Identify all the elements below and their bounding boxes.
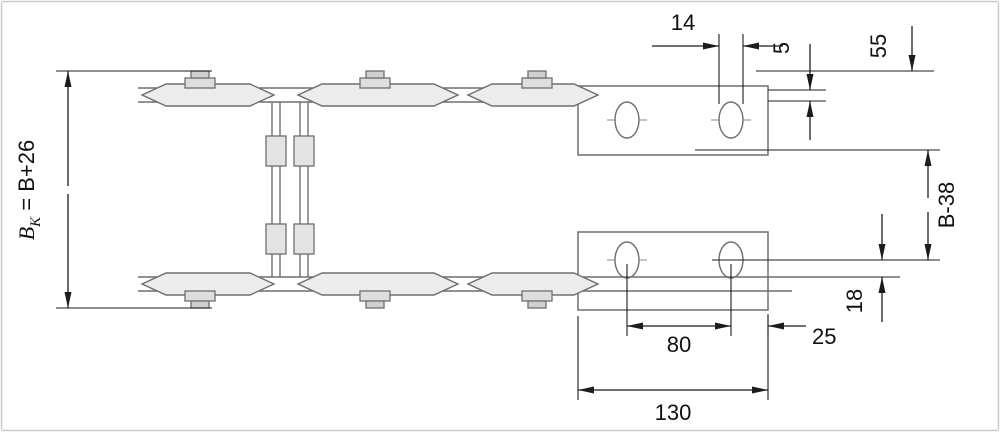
clamp-block <box>293 135 315 167</box>
chain-link-plate <box>296 272 460 296</box>
pin-head <box>359 77 391 89</box>
pin-cap <box>527 300 547 309</box>
clamp-block <box>293 223 315 255</box>
bottom-mounting-plate <box>577 231 769 311</box>
slot-hole <box>614 101 640 139</box>
clamp-block <box>265 135 287 167</box>
dimension-label-18: 18 <box>842 289 867 313</box>
pin-head <box>184 77 216 89</box>
pin-head <box>359 290 391 302</box>
dimension-bk: BK = B+26 <box>14 70 212 309</box>
dimension-label-5: 5 <box>769 42 794 54</box>
slot-hole <box>718 101 744 139</box>
dimension-label-130: 130 <box>655 400 692 425</box>
dimension-label-bk: BK = B+26 <box>14 140 44 241</box>
dimension-5: 5 <box>768 42 826 140</box>
dimension-80: 80 <box>626 264 732 357</box>
chain-assembly <box>138 70 792 311</box>
chain-link-plate <box>140 83 276 107</box>
dimension-b38: B-38 <box>695 149 959 261</box>
pin-cap <box>527 70 547 79</box>
pin-cap <box>190 300 210 309</box>
dimensions: BK = B+26 14 5 55 <box>14 10 959 425</box>
dimension-18: 18 <box>792 214 900 322</box>
dimension-130: 130 <box>577 316 769 425</box>
top-mounting-plate <box>577 85 769 156</box>
dimension-label-55: 55 <box>866 34 891 58</box>
dimension-label-80: 80 <box>667 332 691 357</box>
pin-cap <box>365 70 385 79</box>
chain-link-plate <box>466 83 600 107</box>
pin-cap <box>190 70 210 79</box>
pin-head <box>184 290 216 302</box>
bottom-chain-strand <box>138 272 792 309</box>
clamp-block <box>265 223 287 255</box>
top-chain-strand <box>138 70 600 107</box>
chain-link-plate <box>466 272 600 296</box>
dimension-14: 14 <box>652 10 783 104</box>
dimension-label-25: 25 <box>812 324 836 349</box>
chain-link-plate <box>296 83 460 107</box>
dimension-label-b38: B-38 <box>934 182 959 228</box>
dimension-55: 55 <box>756 26 934 72</box>
pin-head <box>521 290 553 302</box>
pin-head <box>521 77 553 89</box>
dimension-25: 25 <box>767 314 836 349</box>
chain-link-plate <box>140 272 276 296</box>
cross-bars <box>265 102 315 277</box>
dimension-label-14: 14 <box>671 10 695 35</box>
pin-cap <box>365 300 385 309</box>
